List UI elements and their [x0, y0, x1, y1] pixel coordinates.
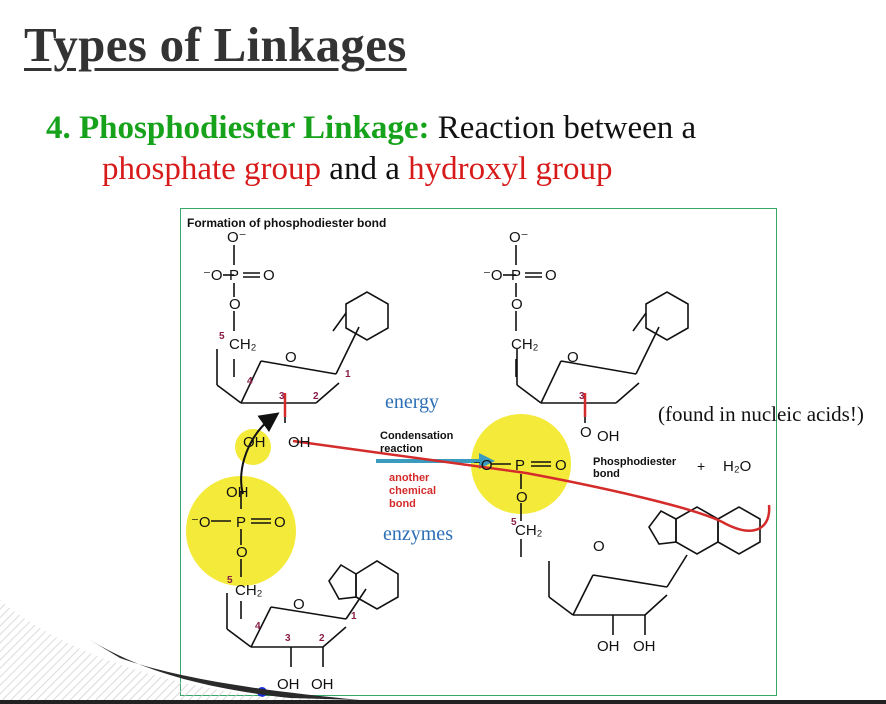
atom-label: OH — [597, 428, 620, 445]
phosphodiester-label: Phosphodiester — [593, 456, 677, 468]
atom-label: CH₂ — [229, 336, 257, 353]
atom-label: O — [285, 349, 297, 366]
atom-label: CH₂ — [511, 336, 539, 353]
another-bond-label: another — [389, 472, 430, 484]
hydroxyl-group-term: hydroxyl group — [408, 151, 613, 187]
phosphate-group-term: phosphate group — [102, 151, 322, 187]
atom-label: O⁻ — [509, 229, 529, 246]
carbon-number: 2 — [313, 391, 319, 402]
atom-label: O — [236, 544, 248, 561]
atom-label: OH — [633, 638, 656, 655]
carbon-number: 3 — [279, 391, 285, 402]
enzymes-label: enzymes — [383, 523, 453, 545]
another-bond-label: bond — [389, 498, 416, 510]
carbon-number: 4 — [247, 376, 253, 387]
atom-label: CH₂ — [515, 522, 543, 539]
atom-label: O — [516, 489, 528, 506]
atom-label: OH — [311, 676, 334, 693]
bullet-text: 4. Phosphodiester Linkage: Reaction betw… — [46, 108, 866, 190]
atom-label: OH — [243, 434, 266, 451]
atom-label: O — [511, 296, 523, 313]
atom-label: O⁻ — [227, 229, 247, 246]
carbon-number: 4 — [255, 621, 261, 632]
phosphodiester-label: bond — [593, 468, 620, 480]
bullet-text-part2: and a — [329, 151, 400, 187]
page-title: Types of Linkages — [24, 17, 407, 72]
atom-label: ⁻O — [203, 267, 223, 284]
atom-label: CH₂ — [235, 582, 263, 599]
water-label: H₂O — [723, 458, 751, 475]
atom-label: O — [293, 596, 305, 613]
plus-sign: + — [697, 458, 705, 474]
atom-label: ⁻O — [473, 457, 493, 474]
atom-label: O — [593, 538, 605, 555]
atom-label: P — [229, 267, 239, 284]
atom-label: OH — [597, 638, 620, 655]
carbon-number: 5 — [227, 575, 233, 586]
carbon-number: 5 — [511, 517, 517, 528]
carbon-number: 3 — [579, 391, 585, 402]
carbon-number: 5 — [219, 331, 225, 342]
atom-label: O — [274, 514, 286, 531]
energy-label: energy — [385, 391, 440, 413]
another-bond-label: chemical — [389, 485, 436, 497]
atom-label: OH — [288, 434, 311, 451]
curved-arrow-icon — [240, 412, 280, 495]
atom-label: P — [236, 514, 246, 531]
linkage-number-label: 4. Phosphodiester Linkage: — [46, 110, 430, 146]
another-bond-line — [292, 439, 771, 532]
atom-label: ⁻O — [483, 267, 503, 284]
atom-label: OH — [226, 484, 249, 501]
condensation-label: reaction — [380, 443, 423, 455]
atom-label: OH — [277, 676, 300, 693]
bullet-text-part1: Reaction between a — [437, 110, 697, 146]
figure-caption: Formation of phosphodiester bond — [187, 216, 386, 230]
carbon-number: 2 — [319, 633, 325, 644]
atom-label: O — [580, 424, 592, 441]
carbon-number: 3 — [285, 633, 291, 644]
atom-label: P — [515, 457, 525, 474]
found-in-nucleic-acids-note: (found in nucleic acids!) — [658, 402, 864, 426]
phosphodiester-figure: Formation of phosphodiester bond — [180, 208, 777, 697]
atom-label: O — [555, 457, 567, 474]
hydroxyl-highlight — [235, 429, 271, 465]
decorative-swoosh — [0, 600, 360, 700]
atom-label: O — [229, 296, 241, 313]
bottom-rule — [0, 700, 886, 704]
atom-label: O — [567, 349, 579, 366]
condensation-label: Condensation — [380, 430, 454, 442]
carbon-number: 1 — [351, 611, 357, 622]
reaction-diagram: Formation of phosphodiester bond — [186, 216, 771, 697]
atom-label: ⁻O — [191, 514, 211, 531]
atom-label: O — [545, 267, 557, 284]
bond-highlight — [471, 414, 571, 514]
carbon-number: 1 — [345, 369, 351, 380]
atom-label: P — [511, 267, 521, 284]
atom-label: O — [263, 267, 275, 284]
arrow-head-icon — [479, 453, 495, 469]
